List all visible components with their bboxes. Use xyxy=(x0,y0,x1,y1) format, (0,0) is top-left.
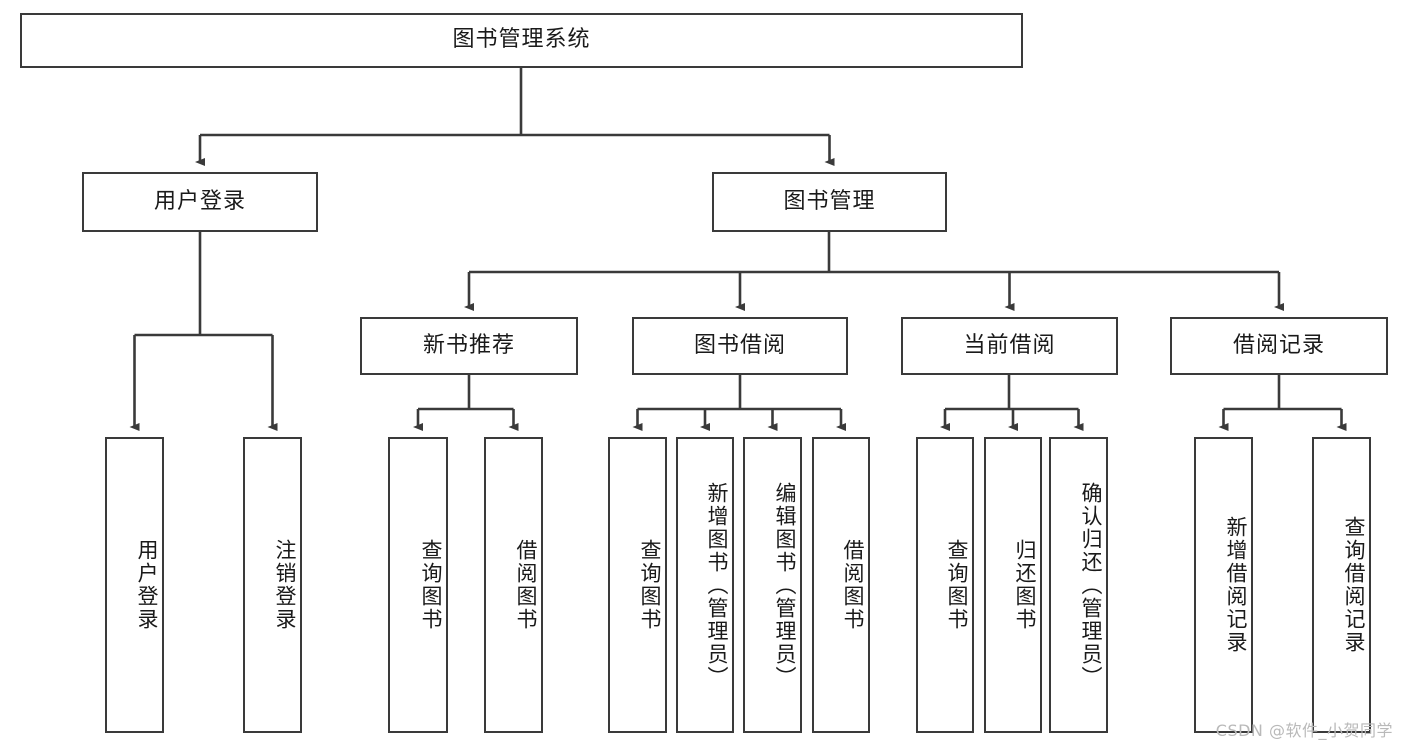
node-label: 借阅图书 xyxy=(514,539,538,631)
node-label: 归还图书 xyxy=(1013,539,1037,631)
node-label: 新增借阅记录 xyxy=(1224,516,1248,654)
watermark-label: CSDN @软件_小贺同学 xyxy=(1215,721,1393,740)
node-leaf-borrow-book[interactable]: 借阅图书 xyxy=(812,437,870,733)
node-label: 借阅记录 xyxy=(1232,332,1325,358)
node-leaf-query-record[interactable]: 查询借阅记录 xyxy=(1312,437,1371,733)
node-root[interactable]: 图书管理系统 xyxy=(20,13,1023,68)
node-label: 编辑图书（管理员） xyxy=(773,481,797,689)
node-label: 图书管理 xyxy=(783,188,876,214)
node-new-book-rec[interactable]: 新书推荐 xyxy=(360,317,578,375)
node-leaf-add-record[interactable]: 新增借阅记录 xyxy=(1194,437,1253,733)
node-book-borrow[interactable]: 图书借阅 xyxy=(632,317,848,375)
node-leaf-query-book-current[interactable]: 查询图书 xyxy=(916,437,974,733)
node-leaf-return-book[interactable]: 归还图书 xyxy=(984,437,1042,733)
node-label: 确认归还（管理员） xyxy=(1079,481,1103,689)
node-leaf-query-book-borrow[interactable]: 查询图书 xyxy=(608,437,667,733)
node-label: 当前借阅 xyxy=(963,332,1056,358)
node-label: 用户登录 xyxy=(135,539,159,631)
node-label: 借阅图书 xyxy=(841,539,865,631)
node-borrow-record[interactable]: 借阅记录 xyxy=(1170,317,1388,375)
node-book-manage[interactable]: 图书管理 xyxy=(712,172,947,232)
node-label: 新书推荐 xyxy=(422,332,515,358)
node-leaf-query-book-rec[interactable]: 查询图书 xyxy=(388,437,448,733)
node-label: 图书借阅 xyxy=(693,332,786,358)
node-label: 注销登录 xyxy=(273,539,297,631)
node-label: 查询图书 xyxy=(419,539,443,631)
node-label: 用户登录 xyxy=(153,188,246,214)
node-label: 新增图书（管理员） xyxy=(705,481,729,689)
node-label: 图书管理系统 xyxy=(452,27,591,53)
node-leaf-edit-book[interactable]: 编辑图书（管理员） xyxy=(743,437,802,733)
node-user-login[interactable]: 用户登录 xyxy=(82,172,318,232)
node-leaf-borrow-book-rec[interactable]: 借阅图书 xyxy=(484,437,543,733)
node-leaf-confirm-return[interactable]: 确认归还（管理员） xyxy=(1049,437,1108,733)
node-leaf-logout[interactable]: 注销登录 xyxy=(243,437,302,733)
node-leaf-user-login[interactable]: 用户登录 xyxy=(105,437,164,733)
node-label: 查询图书 xyxy=(638,539,662,631)
node-leaf-add-book[interactable]: 新增图书（管理员） xyxy=(676,437,734,733)
node-label: 查询图书 xyxy=(945,539,969,631)
node-label: 查询借阅记录 xyxy=(1342,516,1366,654)
node-current-borrow[interactable]: 当前借阅 xyxy=(901,317,1118,375)
